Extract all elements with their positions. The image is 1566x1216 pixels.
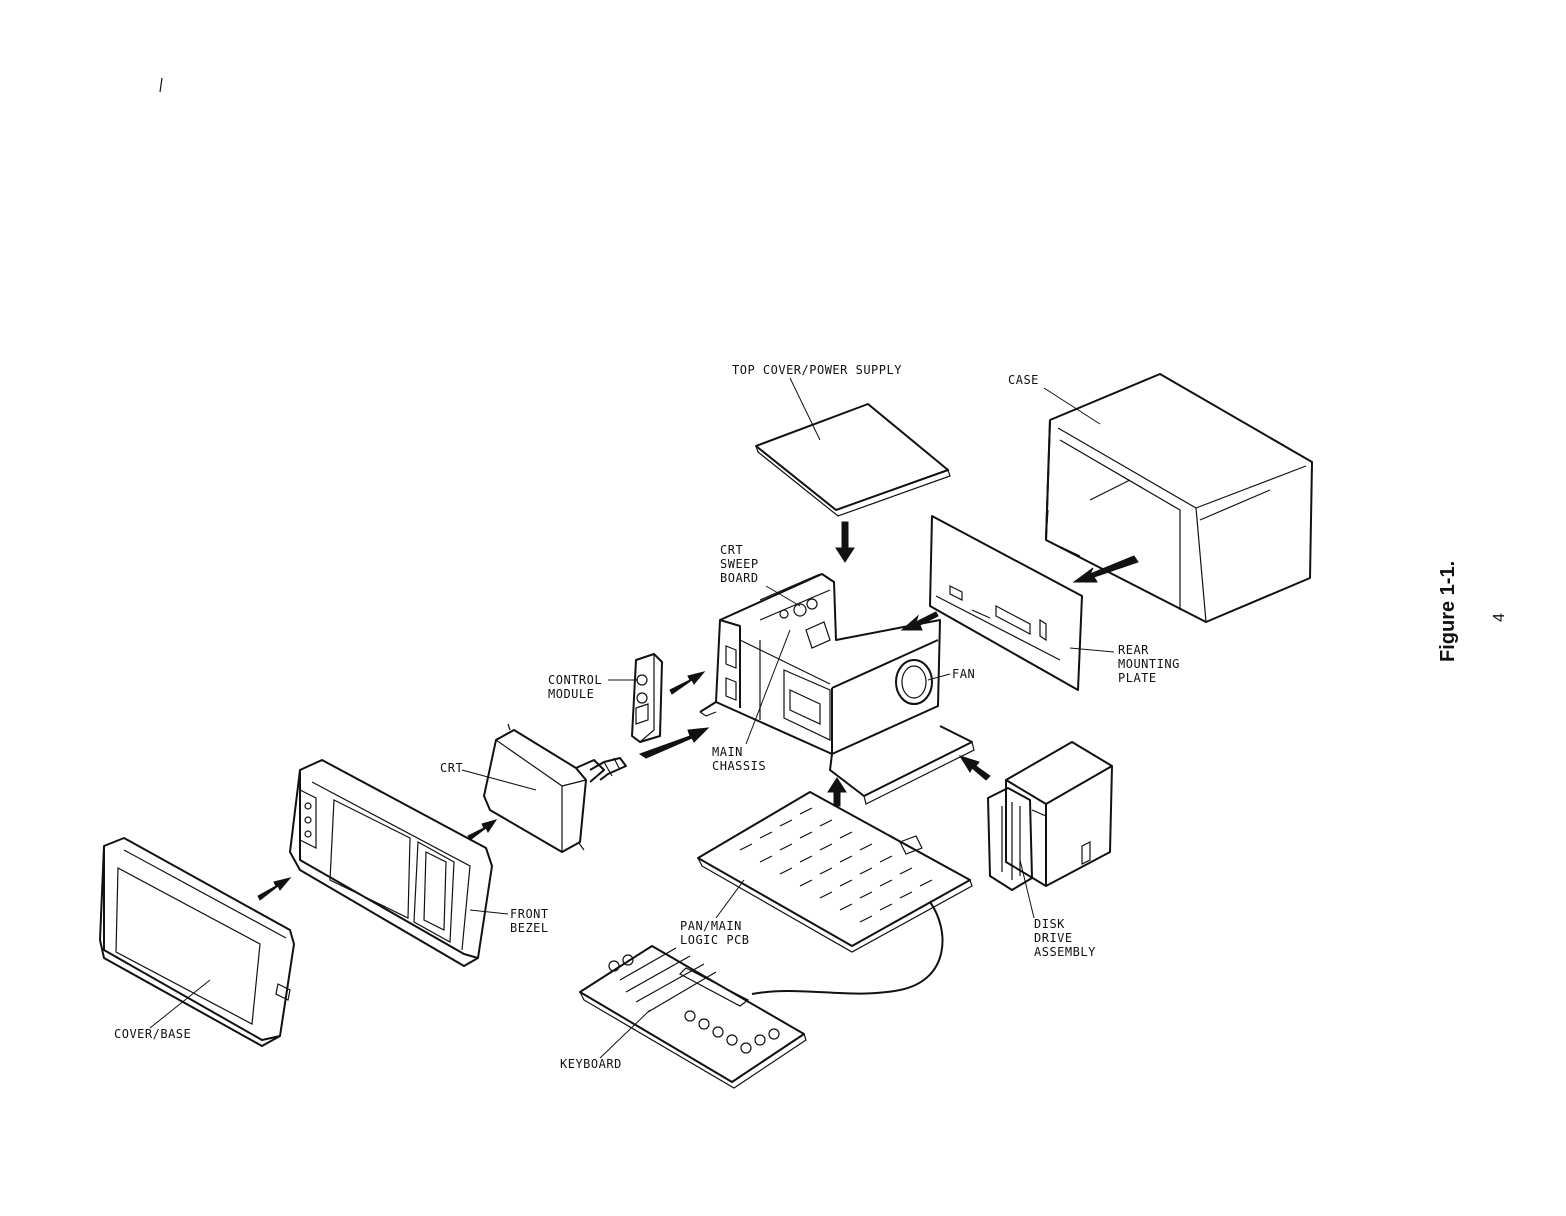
front-bezel xyxy=(290,760,492,966)
label-disk-drive-3: ASSEMBLY xyxy=(1034,945,1096,959)
arrow-down-icon xyxy=(836,522,854,562)
label-crt-sweep-board-3: BOARD xyxy=(720,571,759,585)
label-pcb-2: LOGIC PCB xyxy=(680,933,750,947)
figure-caption: Figure 1-1. xyxy=(1437,561,1459,662)
label-control-module-2: MODULE xyxy=(548,687,594,701)
label-rear-mounting-plate-2: MOUNTING xyxy=(1118,657,1180,671)
label-rear-mounting-plate-1: REAR xyxy=(1118,643,1149,657)
label-disk-drive-2: DRIVE xyxy=(1034,931,1073,945)
arrow-left-icon xyxy=(960,756,990,780)
arrow-up-icon xyxy=(828,778,846,806)
label-crt-sweep-board-2: SWEEP xyxy=(720,557,759,571)
disk-drive-assembly xyxy=(988,742,1112,890)
label-disk-drive-1: DISK xyxy=(1034,917,1065,931)
page-number: 4 xyxy=(1491,613,1508,622)
label-fan: FAN xyxy=(952,667,975,681)
arrow-right-icon xyxy=(670,672,704,694)
label-control-module-1: CONTROL xyxy=(548,673,602,687)
crt xyxy=(484,724,626,852)
label-front-bezel-1: FRONT xyxy=(510,907,549,921)
label-crt: CRT xyxy=(440,761,463,775)
label-keyboard: KEYBOARD xyxy=(560,1057,622,1071)
top-cover-power-supply xyxy=(756,404,950,516)
rear-mounting-plate xyxy=(930,516,1082,690)
label-pcb-1: PAN/MAIN xyxy=(680,919,742,933)
cover-base xyxy=(100,838,294,1046)
label-top-cover: TOP COVER/POWER SUPPLY xyxy=(732,363,902,377)
label-front-bezel-2: BEZEL xyxy=(510,921,549,935)
label-crt-sweep-board-1: CRT xyxy=(720,543,743,557)
label-main-chassis-2: CHASSIS xyxy=(712,759,766,773)
control-module xyxy=(632,654,662,742)
keyboard-cable xyxy=(752,902,942,994)
case xyxy=(1046,374,1312,622)
arrow-right-icon xyxy=(468,820,496,840)
label-main-chassis-1: MAIN xyxy=(712,745,743,759)
label-cover-base: COVER/BASE xyxy=(114,1027,191,1041)
stray-mark xyxy=(160,78,162,92)
label-rear-mounting-plate-3: PLATE xyxy=(1118,671,1157,685)
arrow-right-icon xyxy=(258,878,290,900)
label-case: CASE xyxy=(1008,373,1039,387)
